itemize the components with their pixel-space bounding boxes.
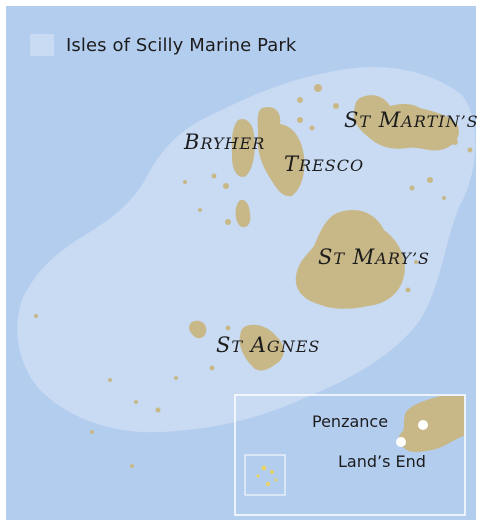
- islet: [183, 180, 187, 184]
- islet: [409, 185, 415, 191]
- islet: [467, 147, 473, 153]
- islet: [427, 177, 433, 183]
- locator-islet: [261, 465, 267, 471]
- island-tresco: [257, 106, 305, 197]
- islet: [333, 103, 339, 109]
- islet: [174, 376, 178, 380]
- label-lands-end: Land’s End: [338, 452, 426, 471]
- islet: [235, 199, 251, 228]
- island-st-martins: [353, 95, 459, 151]
- legend-label: Isles of Scilly Marine Park: [66, 34, 297, 56]
- cornwall-land: [398, 396, 464, 452]
- scilly-locator-box: [244, 454, 286, 496]
- label-penzance: Penzance: [312, 412, 389, 431]
- island-st-agnes: [239, 324, 284, 371]
- islet: [209, 365, 215, 371]
- islet: [198, 208, 202, 212]
- label-st-martins: ST MARTIN’S: [344, 108, 479, 132]
- islet: [314, 84, 322, 92]
- label-st-marys: ST MARY’S: [318, 245, 430, 269]
- islet: [189, 320, 207, 339]
- locator-islet: [274, 478, 278, 482]
- islet: [452, 139, 458, 145]
- lands-end-marker: [396, 437, 406, 447]
- legend-swatch: [30, 34, 54, 56]
- islet: [297, 117, 303, 123]
- islet: [211, 173, 217, 179]
- penzance-marker: [418, 420, 428, 430]
- islet: [414, 260, 418, 264]
- island-bryher: [231, 118, 255, 177]
- islet: [155, 407, 161, 413]
- locator-islet: [270, 470, 274, 474]
- islet: [442, 196, 446, 200]
- islet: [34, 314, 38, 318]
- islet: [225, 325, 231, 331]
- inset-frame: [234, 394, 466, 516]
- islet: [130, 464, 134, 468]
- islet: [225, 219, 231, 225]
- marine-park-area: [17, 66, 476, 433]
- islet: [134, 400, 138, 404]
- islet: [108, 378, 112, 382]
- locator-islet: [265, 481, 271, 487]
- label-bryher: BRYHER: [184, 130, 266, 154]
- label-st-agnes: ST AGNES: [216, 333, 321, 357]
- legend: Isles of Scilly Marine Park: [30, 33, 296, 57]
- islet: [405, 287, 411, 293]
- label-tresco: TRESCO: [284, 152, 365, 176]
- islet: [297, 97, 303, 103]
- locator-islet: [256, 474, 260, 478]
- islet: [223, 183, 229, 189]
- island-st-marys: [295, 210, 405, 309]
- islet: [309, 125, 315, 131]
- islet: [90, 430, 94, 434]
